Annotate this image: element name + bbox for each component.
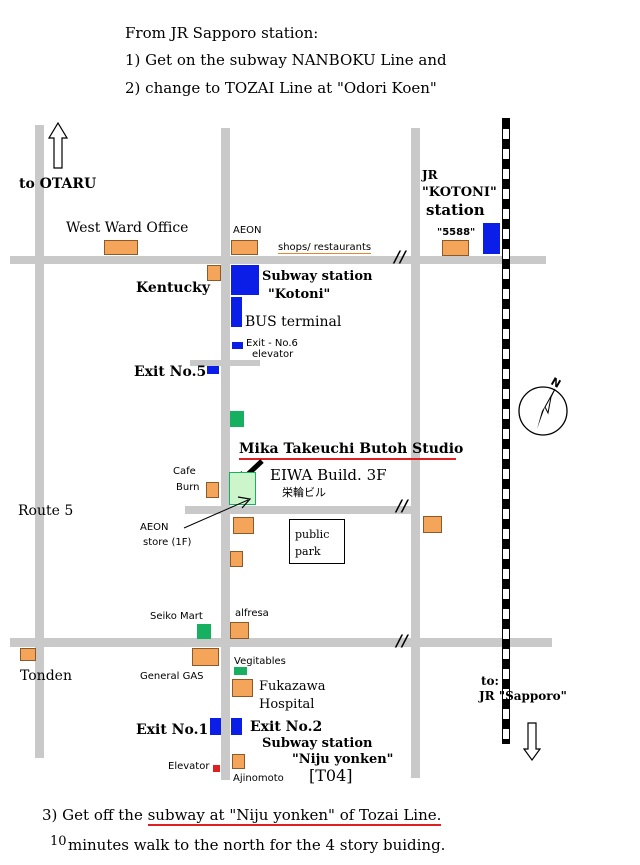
green-building — [230, 411, 244, 427]
bus-terminal-label: BUS terminal — [245, 314, 342, 330]
road-east-vertical — [411, 128, 420, 778]
exit6-label: Exit - No.6 — [246, 338, 298, 349]
general-gas-label: General GAS — [140, 671, 204, 682]
kotoni-station-name: "KOTONI" — [422, 185, 497, 200]
station-label: station — [426, 201, 485, 219]
alfresa-label: alfresa — [235, 608, 269, 619]
road-break-mark: // — [396, 496, 408, 515]
jr-label: JR — [422, 168, 438, 182]
park-label: park — [295, 545, 321, 558]
tonden-building — [20, 648, 36, 661]
exit5-marker — [207, 366, 219, 374]
aeon-store-label-2: store (1F) — [143, 537, 192, 548]
t04-label: [T04] — [309, 766, 353, 785]
road-main-vertical — [221, 128, 230, 780]
subway-niju-label-2: "Niju yonken" — [292, 752, 394, 767]
road-exit5-spur — [190, 360, 260, 366]
east-building — [423, 516, 442, 533]
exit2-marker — [231, 718, 242, 735]
bus-terminal-building — [231, 297, 242, 327]
aeon-top-label: AEON — [233, 225, 262, 236]
subway-niju-label-1: Subway station — [262, 736, 373, 751]
fukazawa-hospital-building — [232, 679, 253, 697]
road-break-mark: // — [396, 631, 408, 650]
fukazawa-label: Fukazawa — [259, 679, 326, 694]
subway-kotoni-station-building — [231, 265, 259, 295]
public-park — [289, 519, 345, 564]
exit2-label: Exit No.2 — [250, 719, 323, 735]
footer-line-4: minutes walk to the north for the 4 stor… — [68, 836, 446, 854]
small-building — [230, 551, 243, 567]
road-top-horizontal — [10, 256, 546, 264]
shops-restaurants-label: shops/ restaurants — [278, 242, 372, 254]
directions-line-2: 1) Get on the subway NANBOKU Line and — [125, 51, 447, 69]
footer-line-3-underlined: subway at "Niju yonken" of Tozai Line. — [147, 806, 442, 826]
west-ward-office-label: West Ward Office — [66, 220, 189, 236]
exit1-label: Exit No.1 — [136, 722, 209, 738]
directions-line-1: From JR Sapporo station: — [125, 24, 319, 42]
exit5-label: Exit No.5 — [134, 364, 207, 380]
down-arrow-icon — [523, 722, 541, 762]
public-label: public — [295, 528, 330, 541]
jr-railway-line — [502, 118, 510, 744]
shop-5588-building — [442, 240, 469, 256]
route5-label: Route 5 — [18, 503, 74, 519]
aeon-top-building — [231, 240, 258, 255]
eiwa-jp-label: 栄輪ビル — [282, 486, 326, 499]
to-otaru-label: to OTARU — [19, 176, 97, 192]
compass-north-icon: N — [518, 377, 568, 436]
west-ward-office-building — [104, 240, 138, 255]
cafe-burn-building — [206, 482, 219, 498]
studio-name-label: Mika Takeuchi Butoh Studio — [239, 441, 463, 460]
road-west-vertical — [35, 125, 44, 758]
aeon-store-building — [233, 517, 254, 534]
road-bottom-horizontal — [10, 638, 552, 647]
elevator-marker — [213, 765, 220, 772]
eiwa-build-label: EIWA Build. 3F — [270, 466, 387, 484]
jr-sapporo-label: JR "Sapporo" — [479, 689, 567, 703]
road-break-mark: // — [394, 247, 406, 266]
vegitables-label: Vegitables — [234, 656, 286, 667]
aeon-store-pointer-arrow-icon — [183, 496, 252, 529]
exit1-marker — [210, 718, 221, 735]
ajinomoto-label: Ajinomoto — [233, 773, 284, 784]
footer-ten: 10 — [50, 834, 67, 849]
general-gas-building — [192, 648, 219, 666]
exit6-elevator-label: elevator — [252, 349, 294, 360]
subway-kotoni-label-2: "Kotoni" — [268, 287, 331, 302]
directions-line-3: 2) change to TOZAI Line at "Odori Koen" — [125, 79, 437, 97]
tonden-label: Tonden — [20, 668, 72, 684]
footer-line-3-prefix: 3) Get off the — [42, 806, 148, 824]
jr-kotoni-station-building — [483, 223, 500, 254]
eiwa-building — [229, 472, 256, 505]
subway-kotoni-label-1: Subway station — [262, 269, 373, 284]
alfresa-building — [230, 622, 249, 639]
burn-label: Burn — [176, 482, 200, 493]
shop-5588-label: "5588" — [437, 227, 476, 238]
hospital-label: Hospital — [259, 697, 315, 712]
aeon-store-label-1: AEON — [140, 522, 169, 533]
elevator-label: Elevator — [168, 761, 210, 772]
seiko-mart-building — [197, 624, 211, 639]
exit6-marker — [232, 342, 243, 349]
footer-line-3: 3) Get off the subway at "Niju yonken" o… — [42, 806, 442, 826]
seiko-mart-label: Seiko Mart — [150, 611, 203, 622]
kentucky-building — [207, 265, 221, 281]
vegitables-building — [234, 667, 247, 675]
to-label: to: — [481, 674, 499, 688]
kentucky-label: Kentucky — [136, 280, 210, 296]
up-arrow-icon — [48, 122, 68, 169]
ajinomoto-building — [232, 754, 245, 769]
road-route5-horizontal — [185, 506, 415, 514]
cafe-label: Cafe — [173, 466, 196, 477]
